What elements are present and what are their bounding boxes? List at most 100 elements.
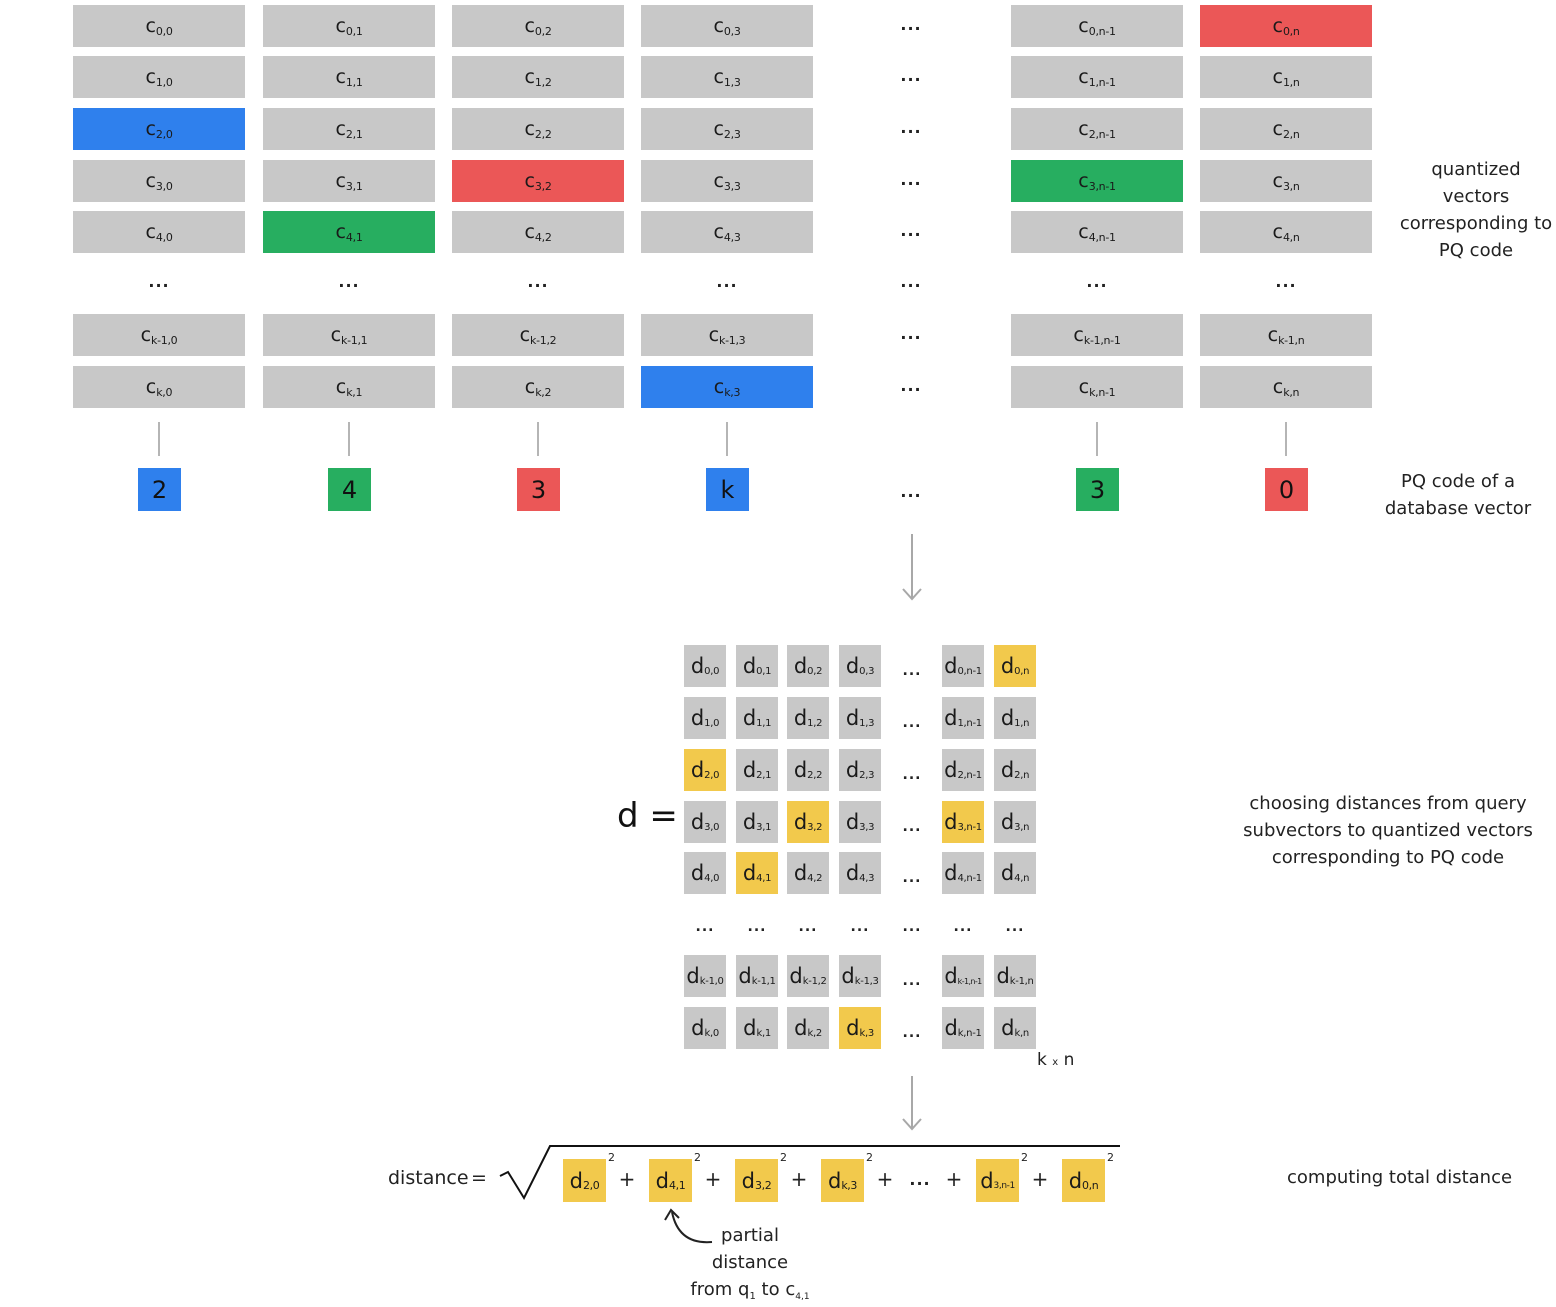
cell-letter: d <box>1001 1016 1015 1040</box>
cell-subscript: k,3 <box>724 385 741 399</box>
cell-subscript: 3,0 <box>155 179 173 193</box>
ellipsis: ... <box>900 66 922 85</box>
cell-subscript: 0,3 <box>723 24 741 38</box>
dim-k: k <box>1037 1050 1047 1070</box>
term-exponent: 2 <box>694 1151 701 1164</box>
cell-letter: c <box>519 324 531 346</box>
cell-letter: c <box>335 376 347 398</box>
cell-letter: c <box>145 66 156 88</box>
term-letter: d <box>741 1168 756 1193</box>
cell-letter: c <box>1078 118 1089 140</box>
cell-subscript: 4,n <box>1282 230 1300 244</box>
cell-subscript: 2,3 <box>859 769 875 781</box>
cell-subscript: 1,2 <box>807 717 823 729</box>
cell-letter: c <box>145 15 156 37</box>
term-subscript: 4,1 <box>669 1179 686 1192</box>
connector-line <box>348 422 350 456</box>
cell-subscript: k-1,0 <box>699 975 724 987</box>
cell-letter: c <box>1078 376 1090 398</box>
cell-subscript: k-1,1 <box>341 333 368 347</box>
cell-subscript: 0,1 <box>756 665 772 677</box>
label-line: corresponding to PQ code <box>1271 847 1505 868</box>
cell-subscript: k,2 <box>535 385 552 399</box>
cell-subscript: 3,0 <box>704 821 720 833</box>
cell-letter: c <box>713 15 724 37</box>
ellipsis: ... <box>902 663 922 679</box>
cell-subscript: k-1,n-1 <box>1083 333 1121 347</box>
label-line: partial <box>721 1225 779 1246</box>
ellipsis: ... <box>902 767 922 783</box>
cell-subscript: k-1,2 <box>530 333 557 347</box>
cell-subscript: 1,n <box>1282 75 1300 89</box>
ellipsis: ... <box>1275 272 1297 291</box>
cell-letter: d <box>690 810 705 834</box>
cell-letter: d <box>845 654 860 678</box>
ellipsis: ... <box>527 272 549 291</box>
cell-letter: c <box>713 118 724 140</box>
cell-letter: d <box>1000 706 1015 730</box>
pq-code-label: PQ code of a database vector <box>1378 468 1538 522</box>
cell-subscript: 3,n <box>1282 179 1300 193</box>
ellipsis: ... <box>1005 919 1025 935</box>
cell-subscript: 4,n-1 <box>957 872 982 884</box>
cell-letter: c <box>1078 66 1089 88</box>
cell-letter: c <box>335 15 346 37</box>
cell-subscript: 3,n <box>1014 821 1030 833</box>
cell-subscript: k-1,1 <box>751 975 776 987</box>
cell-subscript: 1,1 <box>345 75 363 89</box>
cell-letter: d <box>944 1016 958 1040</box>
cell-subscript: 0,n-1 <box>957 665 982 677</box>
label-line: corresponding to <box>1399 213 1553 234</box>
cell-letter: d <box>1000 654 1015 678</box>
cell-subscript: 2,1 <box>756 769 772 781</box>
cell-subscript: 4,2 <box>534 230 552 244</box>
curved-arrow-icon <box>664 1208 713 1244</box>
cell-letter: d <box>1000 758 1015 782</box>
distance-label: distance <box>388 1167 469 1189</box>
cell-letter: d <box>690 706 705 730</box>
cell-subscript: k,0 <box>704 1027 719 1039</box>
ellipsis: ... <box>902 819 922 835</box>
pq-code-value: 3 <box>517 468 560 511</box>
dim-x: x <box>1052 1057 1059 1068</box>
ellipsis: ... <box>902 1025 922 1041</box>
connector-line <box>158 422 160 456</box>
label-line: choosing distances from query <box>1249 793 1527 814</box>
term-exponent: 2 <box>866 1151 873 1164</box>
cell-letter: c <box>1272 170 1283 192</box>
label-line: PQ code of a <box>1401 471 1515 492</box>
ellipsis: ... <box>900 15 922 34</box>
ellipsis: ... <box>902 919 922 935</box>
cell-letter: d <box>845 706 860 730</box>
cell-subscript: 0,n <box>1014 665 1030 677</box>
cell-subscript: k-1,0 <box>151 333 178 347</box>
ellipsis: ... <box>850 919 870 935</box>
label-line: subvectors to quantized vectors <box>1243 820 1533 841</box>
cell-subscript: 4,0 <box>704 872 720 884</box>
